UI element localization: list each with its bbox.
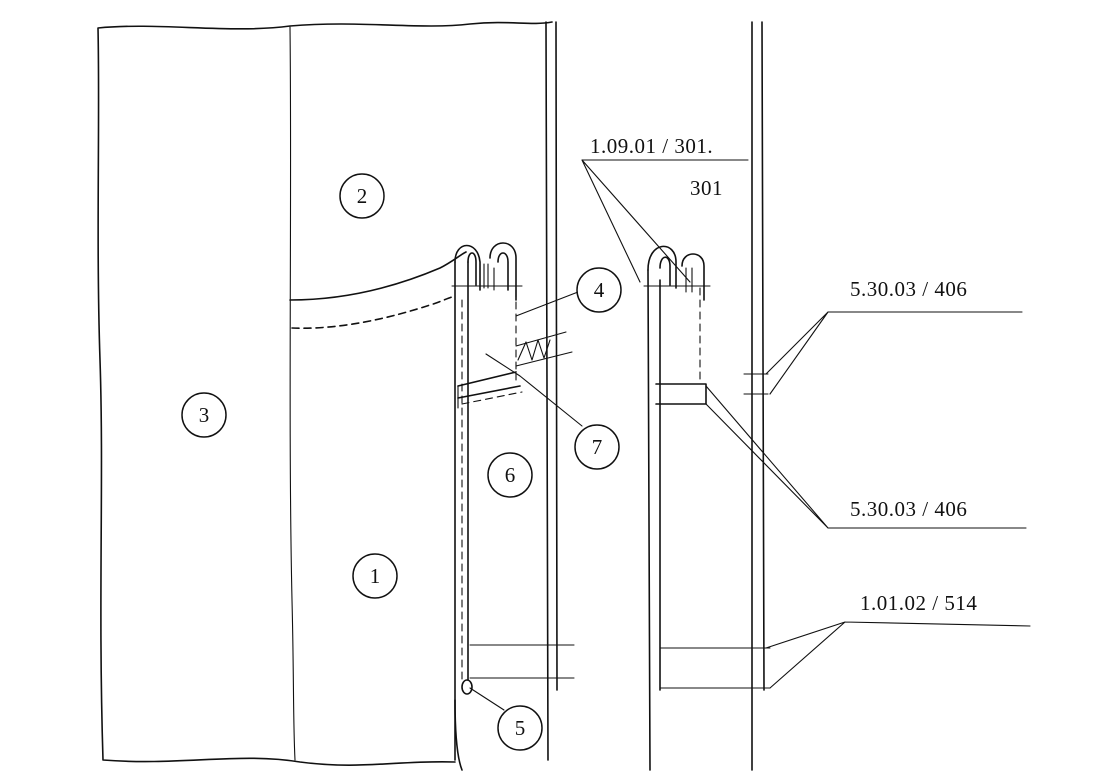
- svg-text:5: 5: [515, 716, 526, 740]
- leader-ref3: [705, 385, 1027, 529]
- right-fold-hook-1: [647, 245, 677, 289]
- right-assembly-left-edges: [647, 269, 661, 771]
- left-fold-hook-2: [467, 252, 477, 286]
- left-assembly-right-edge: [545, 21, 558, 761]
- leader-ref2: [765, 311, 1023, 395]
- ref-1-bottom: 301: [690, 176, 723, 200]
- leader-4: [515, 291, 579, 317]
- right-fold-hatch: [685, 267, 693, 293]
- svg-text:1: 1: [370, 564, 381, 588]
- left-fold-hook-4: [497, 252, 509, 291]
- leader-5: [469, 687, 505, 711]
- sloped-element: [457, 371, 521, 399]
- callout-2: 2: [339, 173, 385, 219]
- callout-7: 7: [574, 424, 620, 470]
- zigzag-guides: [515, 331, 573, 367]
- zigzag-spring: [517, 339, 551, 361]
- leader-ref1: [581, 159, 749, 283]
- callout-4: 4: [576, 267, 622, 313]
- callout-5: 5: [497, 705, 543, 751]
- left-panel-outline: [97, 21, 553, 766]
- left-fold-hook-3: [489, 242, 517, 301]
- callout-1: 1: [352, 553, 398, 599]
- left-assembly-outer: [454, 261, 469, 761]
- bottom-left-curve: [454, 699, 463, 771]
- pivot-point: [461, 679, 473, 695]
- callout-3: 3: [181, 392, 227, 438]
- right-fold-hook-3: [681, 253, 705, 301]
- callout-6: 6: [487, 452, 533, 498]
- right-assembly-right-edges: [751, 21, 765, 771]
- svg-text:3: 3: [199, 403, 210, 427]
- ref-1-top: 1.09.01 / 301.: [590, 134, 713, 158]
- sloped-element-hidden: [461, 391, 523, 405]
- panel-divider: [289, 26, 296, 761]
- ref-2: 5.30.03 / 406: [850, 277, 967, 301]
- svg-text:4: 4: [594, 278, 605, 302]
- svg-text:6: 6: [505, 463, 516, 487]
- right-box: [655, 383, 707, 405]
- ref-4: 1.01.02 / 514: [860, 591, 977, 615]
- ref-3: 5.30.03 / 406: [850, 497, 967, 521]
- left-fold-hook-1: [454, 244, 481, 291]
- curved-seam-hidden: [291, 295, 456, 330]
- right-tick-marks: [743, 373, 769, 395]
- svg-text:7: 7: [592, 435, 603, 459]
- leader-ref4: [765, 621, 1031, 689]
- svg-text:2: 2: [357, 184, 368, 208]
- left-assembly-inner-dash: [461, 289, 517, 681]
- leader-7: [485, 353, 583, 427]
- right-fold-hook-2: [659, 256, 671, 286]
- curved-seam: [289, 251, 467, 301]
